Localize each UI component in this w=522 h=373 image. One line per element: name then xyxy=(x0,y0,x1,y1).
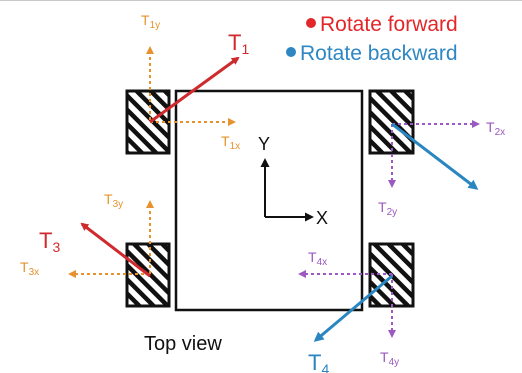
t4y-label: T4y xyxy=(380,349,399,368)
top-view-caption: Top view xyxy=(144,333,222,355)
t3x-label: T3x xyxy=(20,259,39,278)
t2x-label: T2x xyxy=(486,119,505,138)
wheel-2-forces: T2x T2y xyxy=(378,119,505,218)
t2y-label: T2y xyxy=(378,199,397,218)
y-axis-label: Y xyxy=(258,134,270,154)
robot-body xyxy=(174,89,364,312)
t2-arrow xyxy=(391,122,479,190)
t1x-label: T1x xyxy=(221,133,240,152)
wheel-3-forces: T3y T3x T3 xyxy=(20,191,154,278)
t1-label: T1 xyxy=(228,30,249,57)
t4-arrow xyxy=(313,274,393,342)
t3-label: T3 xyxy=(39,228,60,255)
x-axis-label: X xyxy=(316,208,328,228)
legend-backward-label: Rotate backward xyxy=(300,42,458,65)
wheel-1-forces: T1y T1x T1 xyxy=(141,12,249,152)
legend: Rotate forward Rotate backward xyxy=(286,13,458,65)
coordinate-axes: Y X xyxy=(258,134,328,228)
top-border xyxy=(0,0,522,1)
legend-forward-label: Rotate forward xyxy=(320,13,458,36)
t4-label: T4 xyxy=(308,350,329,373)
t3y-label: T3y xyxy=(104,191,123,210)
forward-dot-icon xyxy=(306,18,316,28)
t3-arrow xyxy=(80,222,151,278)
t1y-label: T1y xyxy=(141,12,160,31)
backward-dot-icon xyxy=(286,47,296,57)
wheel-4-forces: T4x T4y T4 xyxy=(298,249,399,373)
t1-arrow xyxy=(149,56,240,124)
t4x-label: T4x xyxy=(308,249,327,268)
